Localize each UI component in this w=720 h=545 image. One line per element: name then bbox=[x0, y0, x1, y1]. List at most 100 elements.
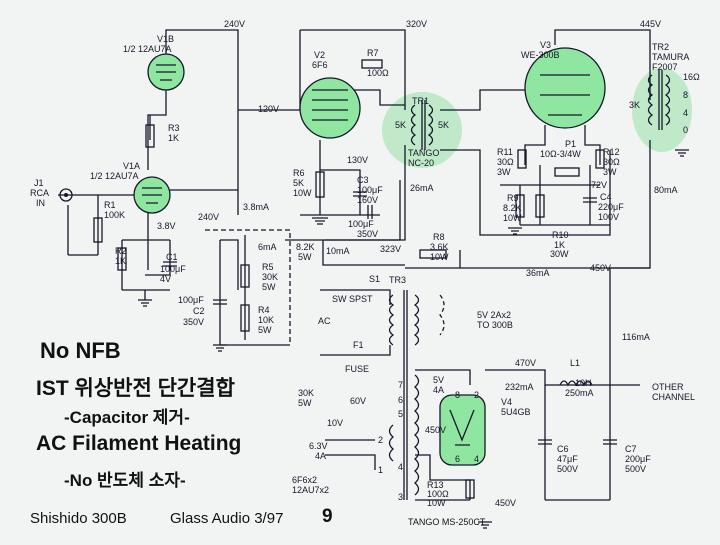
r4-value: 10K bbox=[258, 315, 274, 325]
c4-voltage: 100V bbox=[598, 212, 619, 222]
fil-current: 4A bbox=[315, 451, 326, 461]
r6-power: 10W bbox=[293, 188, 312, 198]
tr1-name: TR1 bbox=[412, 96, 429, 106]
ground-symbols bbox=[138, 149, 689, 529]
input-jack-j1 bbox=[59, 188, 73, 202]
label-450v-c: 450V bbox=[495, 498, 516, 508]
v3-type: WE-300B bbox=[521, 50, 560, 60]
sec-dest: TO 300B bbox=[477, 320, 513, 330]
r30k-power: 5W bbox=[298, 398, 312, 408]
other-channel-1: OTHER bbox=[652, 382, 684, 392]
label-36ma: 36mA bbox=[526, 268, 550, 278]
v4-type: 5U4GB bbox=[501, 407, 531, 417]
r12-power: 3W bbox=[603, 167, 617, 177]
v1a-name: V1A bbox=[123, 161, 140, 171]
label-450v-b: 450V bbox=[425, 425, 446, 435]
j1-type: RCA bbox=[30, 188, 49, 198]
rdrop-value: 8.2K bbox=[296, 242, 315, 252]
r4-name: R4 bbox=[258, 305, 270, 315]
label-60v: 60V bbox=[350, 396, 366, 406]
pin-3: 3 bbox=[398, 492, 403, 502]
pin-7: 7 bbox=[398, 380, 403, 390]
tr2-tap-0: 0 bbox=[683, 125, 688, 135]
label-120v: 120V bbox=[258, 104, 279, 114]
v4-pin-4: 4 bbox=[474, 454, 479, 464]
p1-value: 10Ω-3/4W bbox=[540, 149, 581, 159]
rdrop-power: 5W bbox=[298, 252, 312, 262]
c6-name: C6 bbox=[557, 444, 569, 454]
other-channel-2: CHANNEL bbox=[652, 392, 695, 402]
footer-transformer: TANGO MS-250CT bbox=[408, 517, 486, 527]
r13-power: 10W bbox=[427, 498, 446, 508]
c4-name: C4 bbox=[600, 192, 612, 202]
s1-type: SW SPST bbox=[332, 294, 373, 304]
label-10v: 10V bbox=[327, 418, 343, 428]
r8-value: 3.6K bbox=[430, 242, 449, 252]
tr2-model: F2007 bbox=[652, 62, 678, 72]
r12-name: R12 bbox=[603, 147, 620, 157]
v4-pin-8: 8 bbox=[455, 390, 460, 400]
v2-type: 6F6 bbox=[312, 60, 328, 70]
label-232ma: 232mA bbox=[505, 382, 534, 392]
c2-voltage: 350V bbox=[183, 317, 204, 327]
tr1-tap-primary: 5K bbox=[395, 120, 406, 130]
tr2-tap-8: 8 bbox=[683, 90, 688, 100]
r9-name: R9 bbox=[507, 193, 519, 203]
label-3-8v: 3.8V bbox=[157, 221, 176, 231]
tube-v3 bbox=[524, 47, 606, 129]
label-3-8ma: 3.8mA bbox=[243, 202, 269, 212]
l1-name: L1 bbox=[570, 358, 580, 368]
s1-name: S1 bbox=[369, 274, 380, 284]
labels: 240V 320V 445V 120V 130V 240V 3.8V 72V 3… bbox=[30, 19, 700, 508]
fil-voltage: 6.3V bbox=[309, 441, 328, 451]
tubes bbox=[133, 47, 606, 466]
r6-value: 5K bbox=[293, 178, 304, 188]
r1-value: 100K bbox=[104, 210, 125, 220]
r3-value: 1K bbox=[168, 133, 179, 143]
l1-value: 10H bbox=[575, 378, 592, 388]
c3-name: C3 bbox=[357, 175, 369, 185]
r10-name: R10 bbox=[552, 230, 569, 240]
tr1-tap-secondary: 5K bbox=[438, 120, 449, 130]
pin-1: 1 bbox=[378, 465, 383, 475]
label-240v-b: 240V bbox=[198, 212, 219, 222]
label-445v: 445V bbox=[640, 19, 661, 29]
r11-value: 30Ω bbox=[497, 157, 514, 167]
note-ist: IST 위상반전 단간결합 bbox=[36, 377, 235, 400]
label-80ma: 80mA bbox=[654, 185, 678, 195]
r12-value: 30Ω bbox=[603, 157, 620, 167]
v1a-type: 1/2 12AU7A bbox=[90, 171, 139, 181]
tube-v2 bbox=[299, 77, 361, 139]
v3-name: V3 bbox=[540, 40, 551, 50]
label-10ma: 10mA bbox=[326, 246, 350, 256]
c3-voltage: 160V bbox=[357, 195, 378, 205]
p1-name: P1 bbox=[565, 139, 576, 149]
label-250ma: 250mA bbox=[565, 388, 594, 398]
ac-label: AC bbox=[318, 316, 331, 326]
input-jack-center bbox=[64, 193, 68, 197]
r4-power: 5W bbox=[258, 325, 272, 335]
tr2-tap-3k: 3K bbox=[629, 100, 640, 110]
rect-current: 4A bbox=[433, 385, 444, 395]
tr2-tap-16: 16Ω bbox=[683, 72, 700, 82]
label-470v: 470V bbox=[515, 358, 536, 368]
r11-name: R11 bbox=[497, 147, 513, 157]
r5-power: 5W bbox=[262, 282, 276, 292]
r13-name: R13 bbox=[427, 480, 444, 490]
r5-value: 30K bbox=[262, 272, 278, 282]
r6-name: R6 bbox=[293, 168, 305, 178]
label-26ma: 26mA bbox=[410, 183, 434, 193]
r9-value: 8.2K bbox=[503, 203, 522, 213]
r2-name: R2 bbox=[115, 246, 127, 256]
r8-power: 10W bbox=[430, 252, 449, 262]
c2-name: C2 bbox=[193, 306, 205, 316]
wires bbox=[58, 29, 651, 501]
r30k-value: 30K bbox=[298, 388, 314, 398]
note-ac-heating: AC Filament Heating bbox=[36, 432, 242, 455]
f1-name: F1 bbox=[353, 340, 364, 350]
label-6ma: 6mA bbox=[258, 242, 277, 252]
tr1-model: NC-20 bbox=[408, 158, 434, 168]
label-320v: 320V bbox=[406, 19, 427, 29]
